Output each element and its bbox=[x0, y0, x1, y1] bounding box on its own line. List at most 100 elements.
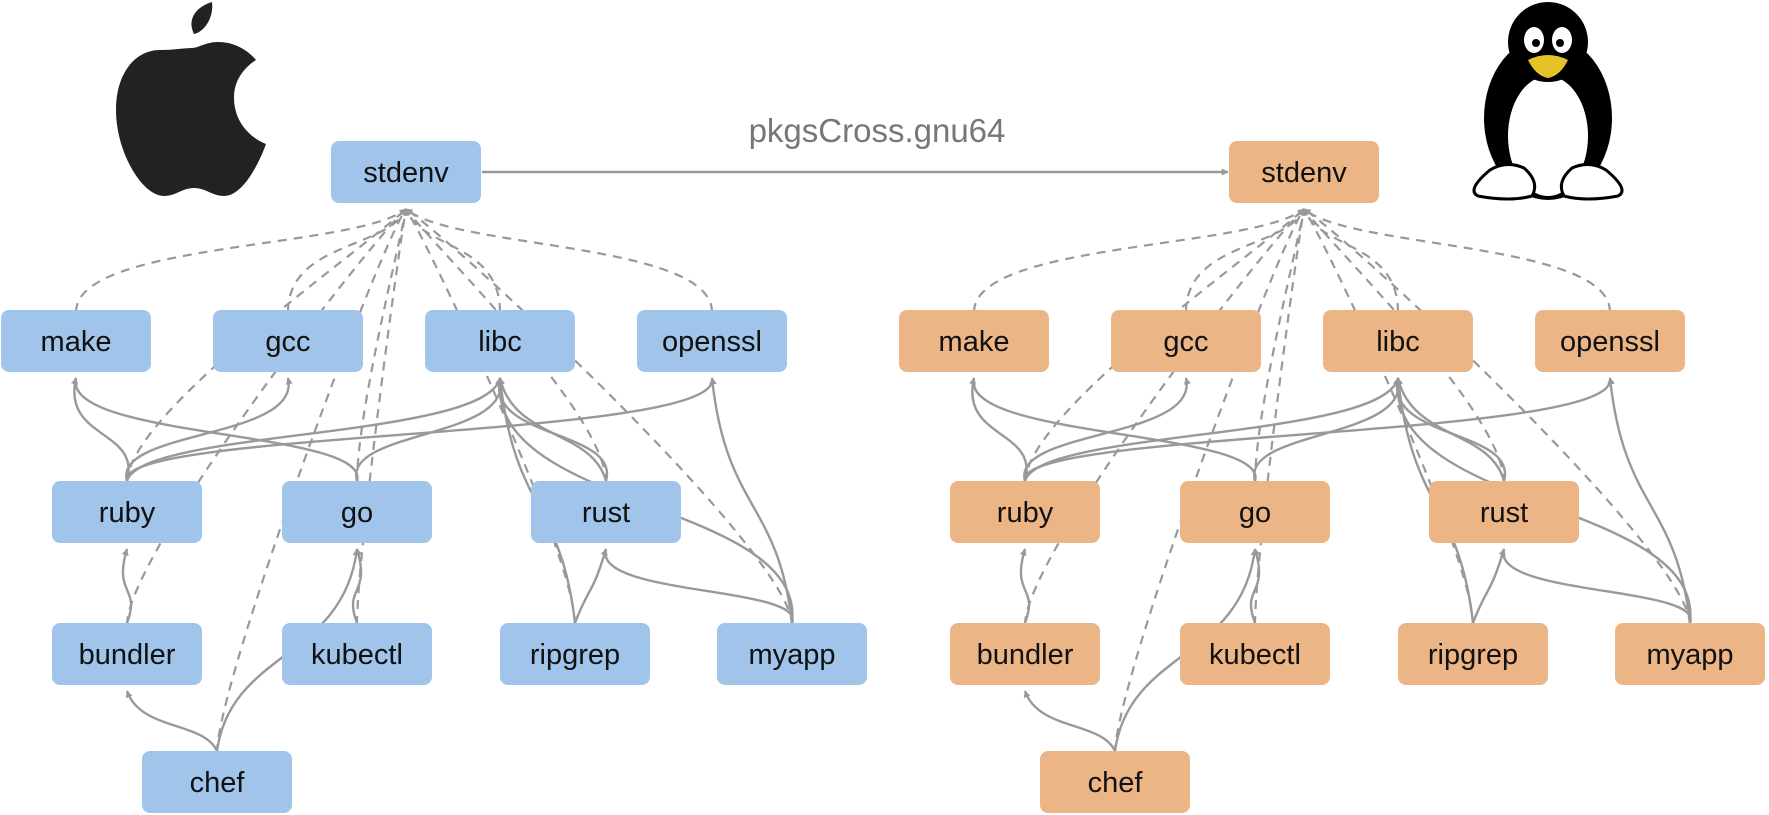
node-myapp-box bbox=[717, 623, 867, 685]
runtime-edge-chef-bundler bbox=[1023, 690, 1117, 752]
node-gcc-label: gcc bbox=[265, 326, 310, 358]
node-ruby-label: ruby bbox=[997, 497, 1054, 529]
node-chef: chef bbox=[1040, 751, 1190, 813]
node-libc: libc bbox=[425, 310, 575, 372]
node-stdenv-label: stdenv bbox=[363, 157, 449, 189]
node-myapp-box bbox=[1615, 623, 1765, 685]
node-ruby: ruby bbox=[52, 481, 202, 543]
node-make-box bbox=[899, 310, 1049, 372]
node-make: make bbox=[1, 310, 151, 372]
node-chef-label: chef bbox=[190, 767, 246, 799]
node-ruby-box bbox=[52, 481, 202, 543]
build-edge-ripgrep-stdenv bbox=[405, 208, 577, 626]
node-ripgrep-box bbox=[500, 623, 650, 685]
node-go-box bbox=[282, 481, 432, 543]
node-bundler-label: bundler bbox=[977, 639, 1074, 671]
build-edge-gcc-stdenv bbox=[1184, 208, 1306, 313]
node-ruby-label: ruby bbox=[99, 497, 156, 529]
node-ripgrep: ripgrep bbox=[1398, 623, 1548, 685]
build-edge-chef-stdenv bbox=[215, 208, 407, 754]
node-stdenv-label: stdenv bbox=[1261, 157, 1347, 189]
node-make-label: make bbox=[41, 326, 112, 358]
node-go: go bbox=[282, 481, 432, 543]
node-openssl-box bbox=[1535, 310, 1685, 372]
runtime-edge-myapp-openssl bbox=[1607, 377, 1692, 624]
node-kubectl-box bbox=[1180, 623, 1330, 685]
build-edge-rust-stdenv bbox=[1303, 208, 1506, 484]
node-kubectl-label: kubectl bbox=[311, 639, 403, 671]
node-kubectl: kubectl bbox=[1180, 623, 1330, 685]
node-gcc-box bbox=[1111, 310, 1261, 372]
node-openssl: openssl bbox=[1535, 310, 1685, 372]
runtime-edge-kubectl-go bbox=[1249, 548, 1261, 624]
node-ruby-box bbox=[950, 481, 1100, 543]
runtime-edge-myapp-rust bbox=[1498, 548, 1692, 624]
runtime-edge-ruby-openssl bbox=[125, 377, 717, 482]
runtime-edge-ripgrep-rust bbox=[573, 548, 608, 624]
node-gcc: gcc bbox=[1111, 310, 1261, 372]
node-openssl: openssl bbox=[637, 310, 787, 372]
node-go-label: go bbox=[1239, 497, 1271, 529]
node-rust-box bbox=[1429, 481, 1579, 543]
node-bundler-box bbox=[52, 623, 202, 685]
node-openssl-box bbox=[637, 310, 787, 372]
apple-logo-icon bbox=[116, 2, 266, 196]
node-ripgrep-label: ripgrep bbox=[1428, 639, 1518, 671]
node-go: go bbox=[1180, 481, 1330, 543]
node-stdenv: stdenv bbox=[331, 141, 481, 203]
node-libc-label: libc bbox=[478, 326, 522, 358]
build-edge-ripgrep-stdenv bbox=[1303, 208, 1475, 626]
runtime-edge-ruby-make bbox=[969, 377, 1028, 482]
darwin-package-graph: stdenv make gcc libc openssl ruby go rust bundle… bbox=[1, 141, 867, 813]
node-kubectl-label: kubectl bbox=[1209, 639, 1301, 671]
node-stdenv-box bbox=[331, 141, 481, 203]
node-rust: rust bbox=[1429, 481, 1579, 543]
node-rust-box bbox=[531, 481, 681, 543]
node-ripgrep: ripgrep bbox=[500, 623, 650, 685]
node-myapp-label: myapp bbox=[1646, 639, 1733, 671]
runtime-edge-bundler-ruby bbox=[121, 548, 133, 624]
runtime-edge-go-libc bbox=[1253, 377, 1403, 482]
node-openssl-label: openssl bbox=[1560, 326, 1660, 358]
node-libc-box bbox=[1323, 310, 1473, 372]
node-ruby: ruby bbox=[950, 481, 1100, 543]
runtime-edge-ruby-gcc bbox=[1023, 377, 1191, 482]
node-stdenv: stdenv bbox=[1229, 141, 1379, 203]
node-bundler: bundler bbox=[950, 623, 1100, 685]
node-go-box bbox=[1180, 481, 1330, 543]
tux-penguin-icon bbox=[1472, 2, 1624, 201]
node-openssl-label: openssl bbox=[662, 326, 762, 358]
node-bundler: bundler bbox=[52, 623, 202, 685]
node-gcc-box bbox=[213, 310, 363, 372]
node-go-label: go bbox=[341, 497, 373, 529]
node-rust-label: rust bbox=[582, 497, 630, 529]
node-rust-label: rust bbox=[1480, 497, 1528, 529]
node-make: make bbox=[899, 310, 1049, 372]
node-chef-box bbox=[1040, 751, 1190, 813]
runtime-edge-bundler-ruby bbox=[1019, 548, 1031, 624]
runtime-edge-kubectl-go bbox=[351, 548, 363, 624]
build-edge-make-stdenv bbox=[74, 208, 407, 313]
runtime-edge-ripgrep-rust bbox=[1471, 548, 1506, 624]
node-myapp: myapp bbox=[717, 623, 867, 685]
node-kubectl-box bbox=[282, 623, 432, 685]
node-stdenv-box bbox=[1229, 141, 1379, 203]
cross-edge-label: pkgsCross.gnu64 bbox=[749, 112, 1006, 149]
node-chef: chef bbox=[142, 751, 292, 813]
build-edge-myapp-stdenv bbox=[405, 208, 794, 626]
runtime-edge-ruby-gcc bbox=[125, 377, 293, 482]
node-chef-box bbox=[142, 751, 292, 813]
runtime-edge-go-make bbox=[969, 377, 1257, 482]
node-chef-label: chef bbox=[1088, 767, 1144, 799]
node-myapp-label: myapp bbox=[748, 639, 835, 671]
node-ripgrep-label: ripgrep bbox=[530, 639, 620, 671]
node-gcc: gcc bbox=[213, 310, 363, 372]
node-bundler-label: bundler bbox=[79, 639, 176, 671]
node-libc-box bbox=[425, 310, 575, 372]
node-libc-label: libc bbox=[1376, 326, 1420, 358]
node-make-box bbox=[1, 310, 151, 372]
build-edge-gcc-stdenv bbox=[286, 208, 408, 313]
runtime-edge-myapp-openssl bbox=[709, 377, 794, 624]
